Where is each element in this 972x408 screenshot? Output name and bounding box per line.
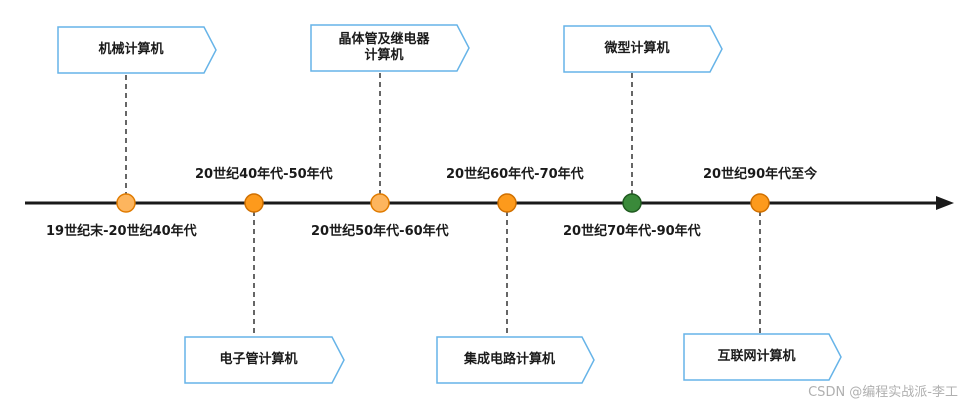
event-dot-6	[750, 193, 770, 213]
event-label-6: 互联网计算机	[717, 349, 796, 364]
period-label-4: 20世纪60年代-70年代	[446, 167, 584, 182]
watermark: CSDN @编程实战派-李工	[808, 385, 958, 400]
event-dot-1	[116, 193, 136, 213]
event-label-1: 机械计算机	[98, 42, 164, 57]
event-box-6	[683, 333, 842, 381]
event-dot-4	[497, 193, 517, 213]
event-box-1	[57, 26, 217, 74]
event-dot-5	[622, 193, 642, 213]
event-box-2	[184, 336, 345, 384]
period-label-3: 20世纪50年代-60年代	[311, 224, 449, 239]
timeline-arrowhead	[936, 196, 954, 210]
event-dot-3	[370, 193, 390, 213]
event-label-5: 微型计算机	[604, 41, 670, 56]
period-label-5: 20世纪70年代-90年代	[563, 224, 701, 239]
event-label-4: 集成电路计算机	[463, 352, 555, 367]
event-box-4	[436, 336, 595, 384]
period-label-2: 20世纪40年代-50年代	[195, 167, 333, 182]
event-label-2: 电子管计算机	[219, 352, 298, 367]
event-box-3	[310, 24, 470, 72]
period-label-6: 20世纪90年代至今	[703, 167, 818, 182]
event-label-3: 晶体管及继电器 计算机	[338, 32, 430, 63]
event-dot-2	[244, 193, 264, 213]
event-box-5	[563, 25, 723, 73]
period-label-1: 19世纪末-20世纪40年代	[46, 224, 197, 239]
